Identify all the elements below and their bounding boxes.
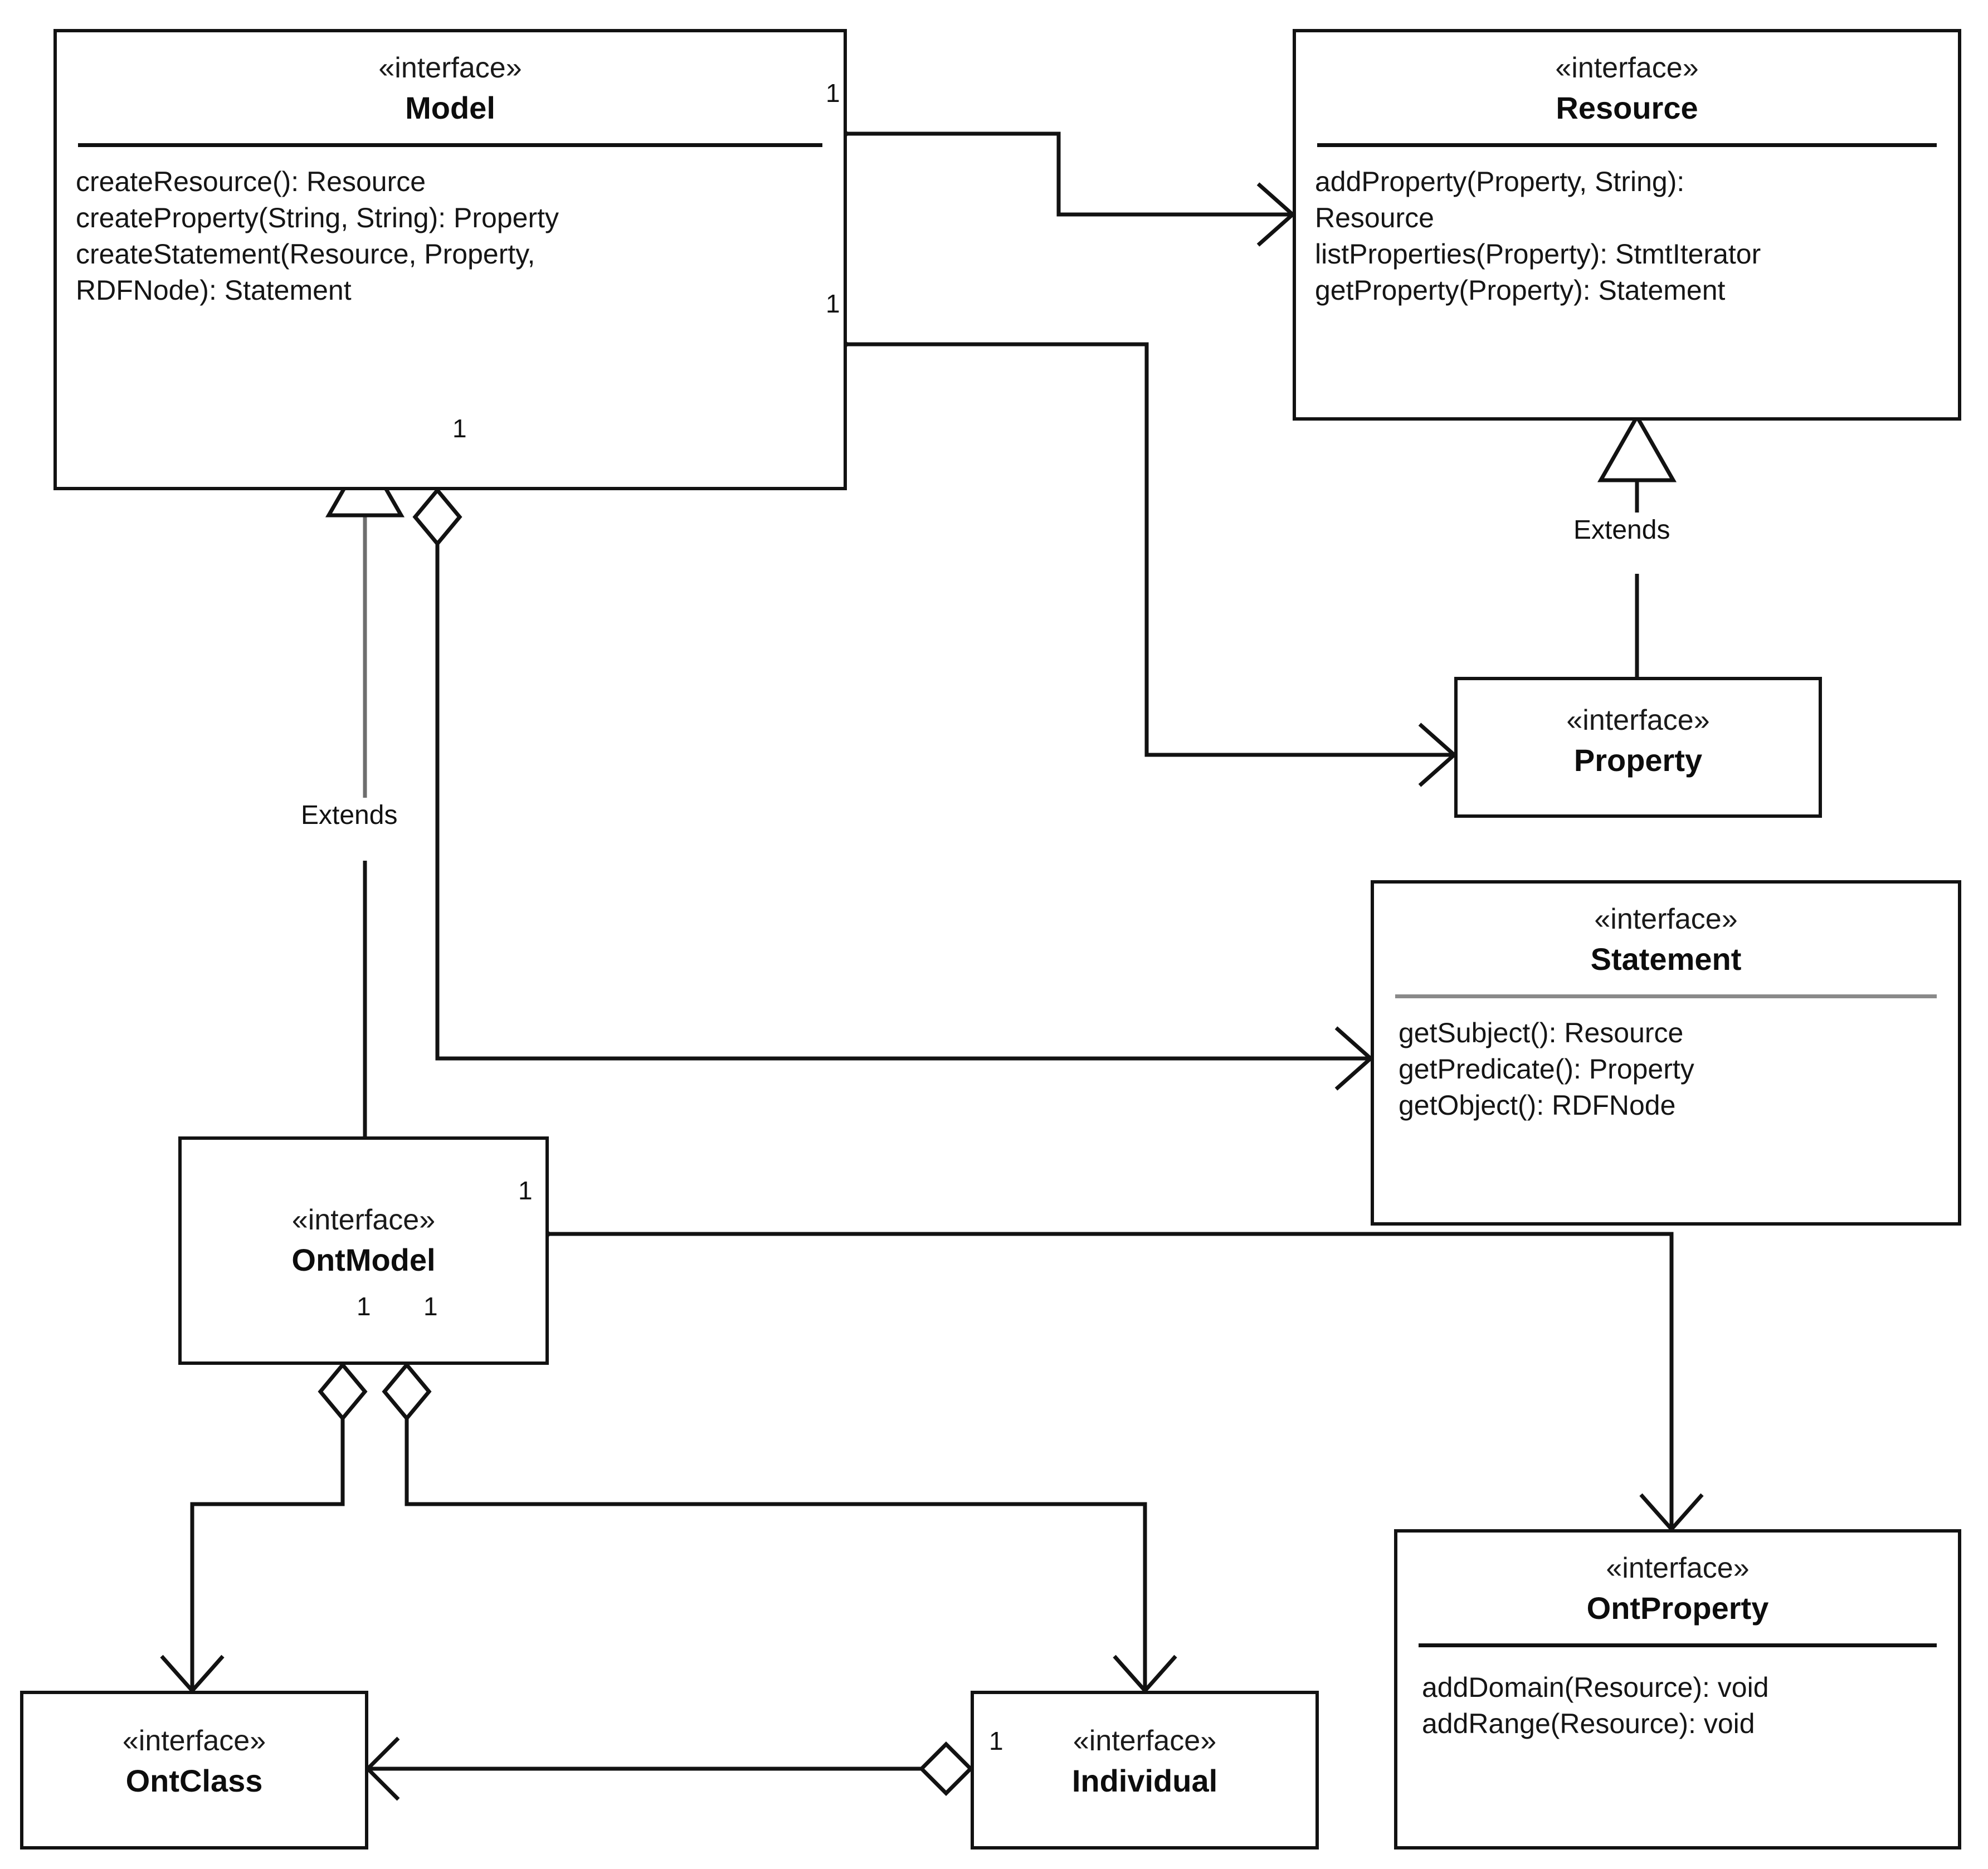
operation-row: createResource(): Resource [76, 165, 426, 197]
operation-row: getProperty(Property): Statement [1315, 274, 1726, 306]
class-name-ontproperty: OntProperty [1586, 1590, 1769, 1626]
multiplicity-ontmodel-ontclass: 1 [357, 1292, 371, 1321]
class-name-property: Property [1573, 742, 1703, 778]
operations-model: createResource(): Resource createPropert… [57, 147, 844, 309]
operation-row: listProperties(Property): StmtIterator [1315, 238, 1761, 270]
class-box-individual[interactable]: «interface» Individual [971, 1691, 1319, 1850]
class-box-ontproperty[interactable]: «interface» OntProperty addDomain(Resour… [1394, 1529, 1961, 1850]
stereotype-label: «interface» [378, 52, 522, 84]
aggregation-diamond-individual-ontclass [919, 1741, 973, 1796]
operation-row: createStatement(Resource, Property, [76, 238, 535, 270]
stereotype-label: «interface» [122, 1725, 266, 1757]
class-box-property[interactable]: «interface» Property [1454, 677, 1822, 818]
aggregation-diamond-ontmodel-individual [382, 1362, 432, 1422]
aggregation-diamond-model-statement [412, 487, 462, 547]
class-name-ontmodel: OntModel [291, 1242, 436, 1277]
class-header-ontclass: «interface» OntClass [23, 1694, 365, 1802]
class-header-ontmodel: «interface» OntModel [182, 1140, 545, 1281]
class-header-resource: «interface» Resource [1296, 32, 1958, 129]
class-name-model: Model [405, 90, 495, 125]
class-box-statement[interactable]: «interface» Statement getSubject(): Reso… [1371, 880, 1961, 1226]
operation-row: addRange(Resource): void [1422, 1707, 1755, 1739]
class-name-statement: Statement [1590, 941, 1742, 977]
operation-row: RDFNode): Statement [76, 274, 352, 306]
class-header-model: «interface» Model [57, 32, 844, 129]
class-header-ontproperty: «interface» OntProperty [1397, 1533, 1958, 1629]
generalization-triangle-resource [1597, 412, 1677, 482]
edge-label-extends-left: Extends [294, 798, 405, 833]
multiplicity-model-property: 1 [826, 289, 840, 318]
operation-row: addDomain(Resource): void [1422, 1671, 1769, 1703]
stereotype-label: «interface» [1073, 1725, 1217, 1757]
stereotype-label: «interface» [1594, 903, 1738, 935]
operation-row: getObject(): RDFNode [1399, 1089, 1676, 1121]
operations-resource: addProperty(Property, String): Resource … [1296, 147, 1958, 309]
multiplicity-individual-ontclass: 1 [989, 1726, 1003, 1755]
class-separator [78, 143, 822, 147]
class-name-resource: Resource [1556, 90, 1698, 125]
stereotype-label: «interface» [1566, 704, 1710, 736]
class-header-individual: «interface» Individual [974, 1694, 1315, 1802]
multiplicity-ontmodel-statement: 1 [518, 1176, 533, 1205]
connector-model-resource [847, 131, 1293, 217]
connector-ontmodel-ontclass [190, 1390, 345, 1691]
stereotype-label: «interface» [291, 1204, 436, 1236]
aggregation-diamond-ontmodel-ontclass [318, 1362, 368, 1422]
operation-row: addProperty(Property, String): [1315, 165, 1685, 197]
connector-model-property [847, 342, 1454, 757]
operations-ontproperty: addDomain(Resource): void addRange(Resou… [1397, 1647, 1958, 1742]
operations-statement: getSubject(): Resource getPredicate(): P… [1374, 998, 1958, 1124]
class-name-individual: Individual [1071, 1763, 1218, 1798]
class-header-property: «interface» Property [1458, 680, 1819, 781]
class-name-ontclass: OntClass [125, 1763, 263, 1798]
stereotype-label: «interface» [1606, 1552, 1750, 1584]
connector-ontmodel-ontproperty [549, 1232, 1674, 1529]
operation-row: createProperty(String, String): Property [76, 202, 559, 233]
multiplicity-ontmodel-individual: 1 [423, 1292, 438, 1321]
class-header-statement: «interface» Statement [1374, 884, 1958, 980]
operation-row: Resource [1315, 202, 1434, 233]
class-box-ontclass[interactable]: «interface» OntClass [20, 1691, 368, 1850]
class-separator [1419, 1643, 1937, 1647]
class-box-resource[interactable]: «interface» Resource addProperty(Propert… [1293, 29, 1961, 421]
edge-label-extends-right: Extends [1567, 513, 1677, 548]
multiplicity-model-statement: 1 [452, 414, 467, 443]
operation-row: getPredicate(): Property [1399, 1053, 1694, 1085]
class-separator [1317, 143, 1937, 147]
operation-row: getSubject(): Resource [1399, 1017, 1684, 1048]
class-box-ontmodel[interactable]: «interface» OntModel [178, 1136, 549, 1365]
connector-ontmodel-individual [405, 1390, 1147, 1691]
multiplicity-model-resource: 1 [826, 79, 840, 108]
class-box-model[interactable]: «interface» Model createResource(): Reso… [53, 29, 847, 490]
class-separator [1395, 994, 1937, 998]
stereotype-label: «interface» [1555, 52, 1699, 84]
connector-model-statement [435, 490, 1371, 1061]
